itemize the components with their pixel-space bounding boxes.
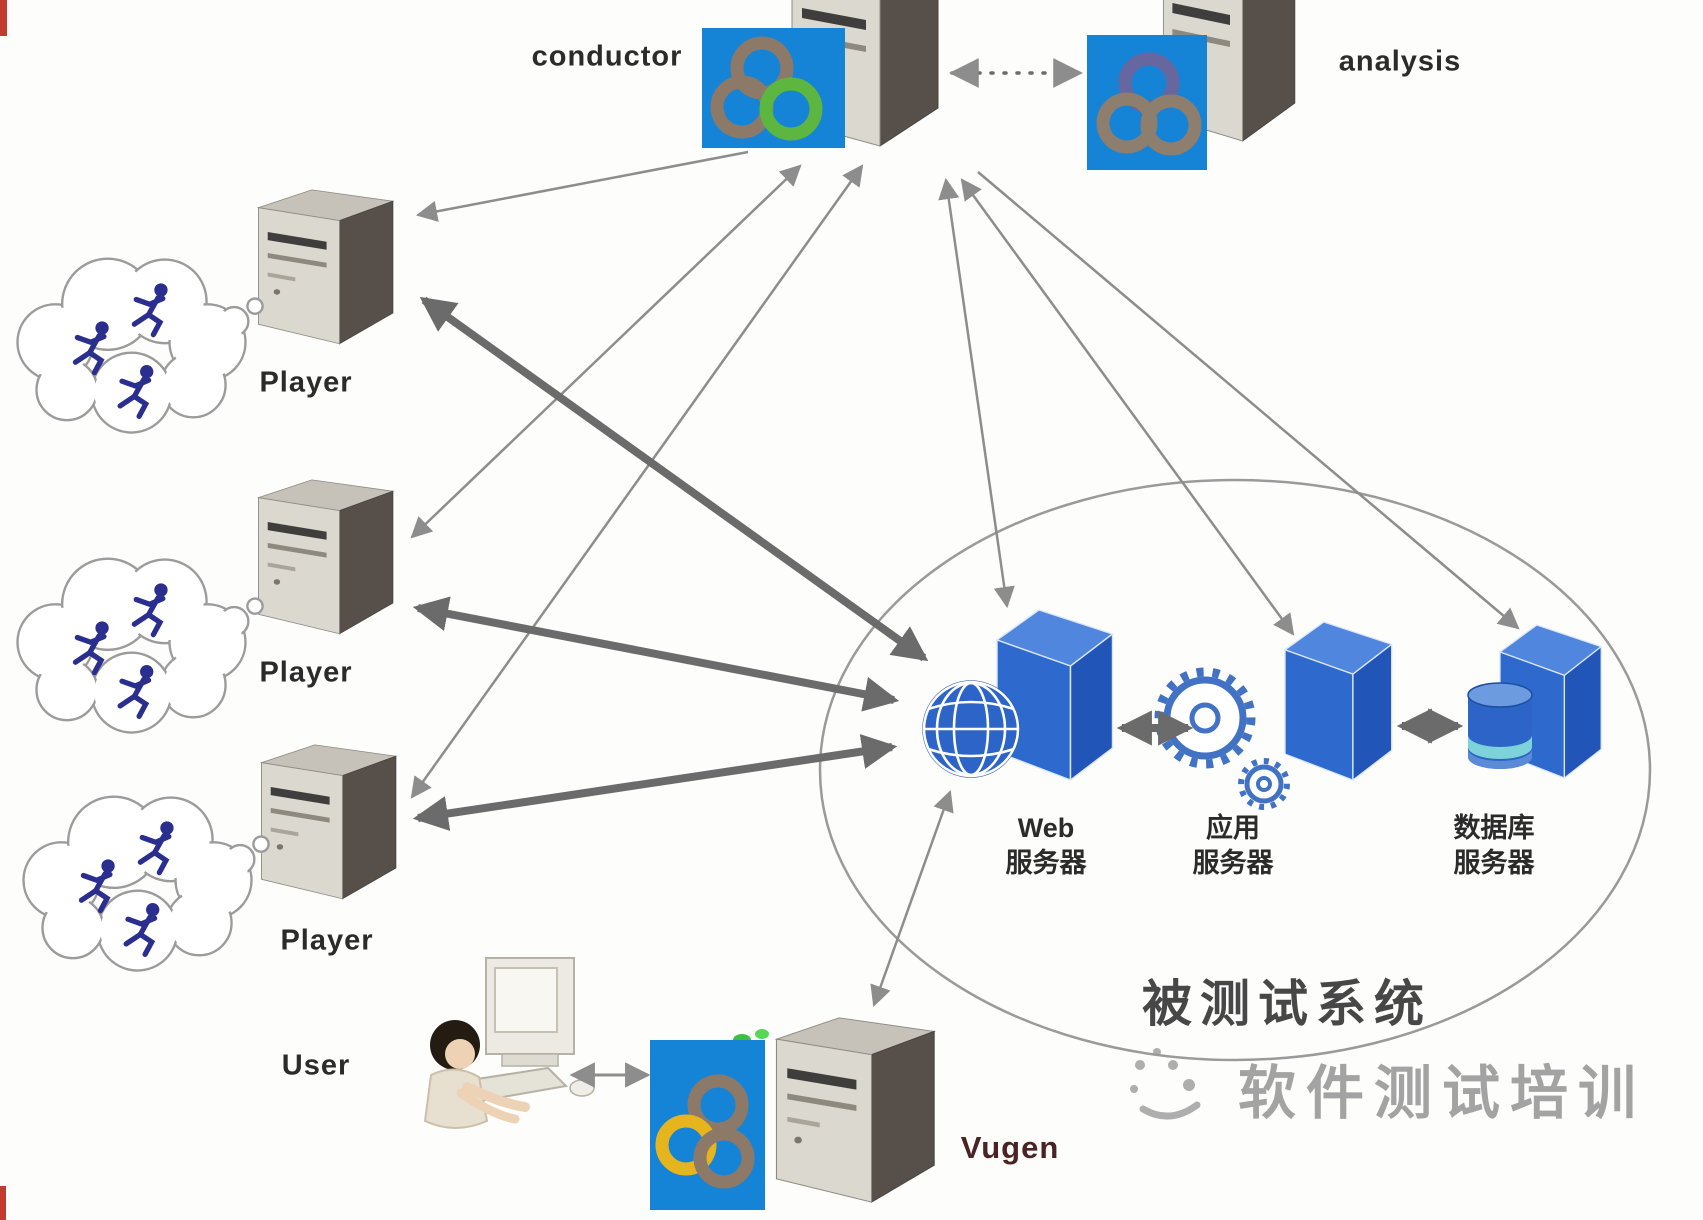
arrow-conductor-appserver [960,178,1295,636]
loadrunner-controller-icon [702,28,845,148]
analysis-label: analysis [1338,45,1462,78]
web-server-label: Web 服务器 [1006,811,1087,881]
app-server-label-line2: 服务器 [1192,848,1274,878]
player2-tower [258,479,394,635]
db-server-label: 数据库 服务器 [1454,811,1535,881]
vugen-server-tower [775,1017,935,1203]
player1-label: Player [259,366,353,399]
watermark-logo-icon [1130,1048,1201,1120]
arrow-player1-webserver [419,296,929,662]
watermark-text: 软件测试培训 [1238,1061,1647,1126]
scan-artifact [0,1186,6,1220]
web-server-label-line1: Web [1017,812,1075,843]
loadrunner-vugen-icon [650,1040,765,1210]
virtual-users-cloud-icon [18,259,263,433]
loadrunner-analysis-icon [1087,35,1207,170]
db-server-label-line1: 数据库 [1453,812,1535,843]
arrow-conductor-player2 [410,164,802,539]
player3-label: Player [280,924,374,957]
arrow-conductor-player3 [410,164,864,799]
web-server-label-line2: 服务器 [1005,848,1087,878]
globe-icon [922,680,1020,778]
app-server-label: 应用 服务器 [1193,811,1274,881]
virtual-users-cloud-icon [24,797,269,971]
player1-tower [258,189,394,345]
arrow-vugen-webserver [870,789,954,1008]
player3-tower [261,744,397,900]
control-links [410,150,1520,1008]
vugen-led [755,1029,769,1039]
system-under-test-title: 被测试系统 [1142,976,1432,1032]
database-cylinder-icon [1467,682,1533,769]
web-server-box [996,609,1114,781]
arrow-player3-webserver [412,734,898,831]
person-icon [423,1020,530,1129]
vugen-label: Vugen [960,1130,1060,1165]
conductor-label: conductor [531,40,683,73]
app-server-label-line1: 应用 [1206,812,1260,843]
arrow-conductor-dbserver [977,171,1520,630]
player2-label: Player [259,656,353,689]
arrow-conductor-player1 [415,150,749,222]
scan-artifact [0,0,7,36]
gears-icon [1154,667,1290,810]
arrow-player2-webserver [412,596,900,712]
user-label: User [281,1049,351,1082]
load-links [412,296,1464,831]
app-server-box [1284,621,1393,781]
db-server-label-line2: 服务器 [1453,848,1535,878]
virtual-users-cloud-icon [18,559,263,733]
